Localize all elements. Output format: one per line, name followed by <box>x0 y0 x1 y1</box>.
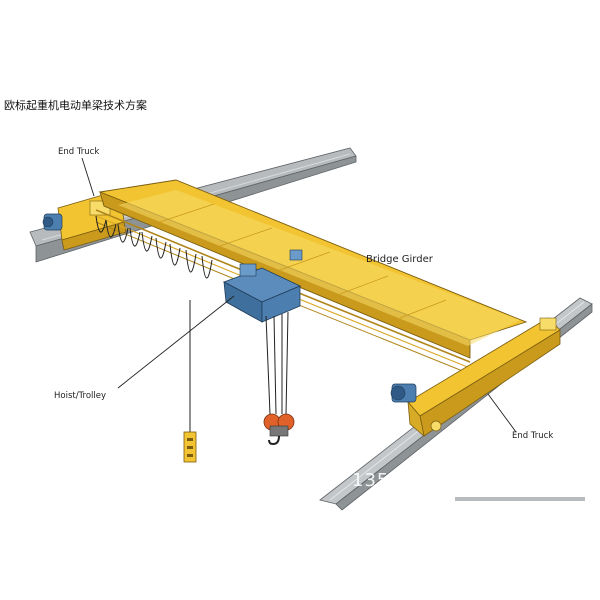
end-truck-bottom-label: End Truck <box>512 431 553 441</box>
bridge-girder <box>95 179 528 375</box>
diagram-caption: 欧标起重机电动单梁技术方案 <box>4 99 147 112</box>
hoist-ropes <box>265 311 289 415</box>
end-truck-top-label: End Truck <box>58 147 99 157</box>
end-truck-motor-top <box>42 213 63 231</box>
watermark-text: 13577 <box>352 470 414 491</box>
hoist-trolley-label: Hoist/Trolley <box>54 391 106 401</box>
end-truck-motor-bottom <box>390 383 417 403</box>
end-truck-bottom <box>390 317 561 438</box>
callout-lines <box>81 157 517 433</box>
hoist-trolley <box>223 249 303 323</box>
hook-block <box>263 413 295 446</box>
pendant-control <box>183 300 197 463</box>
bridge-girder-label: Bridge Girder <box>366 254 434 265</box>
